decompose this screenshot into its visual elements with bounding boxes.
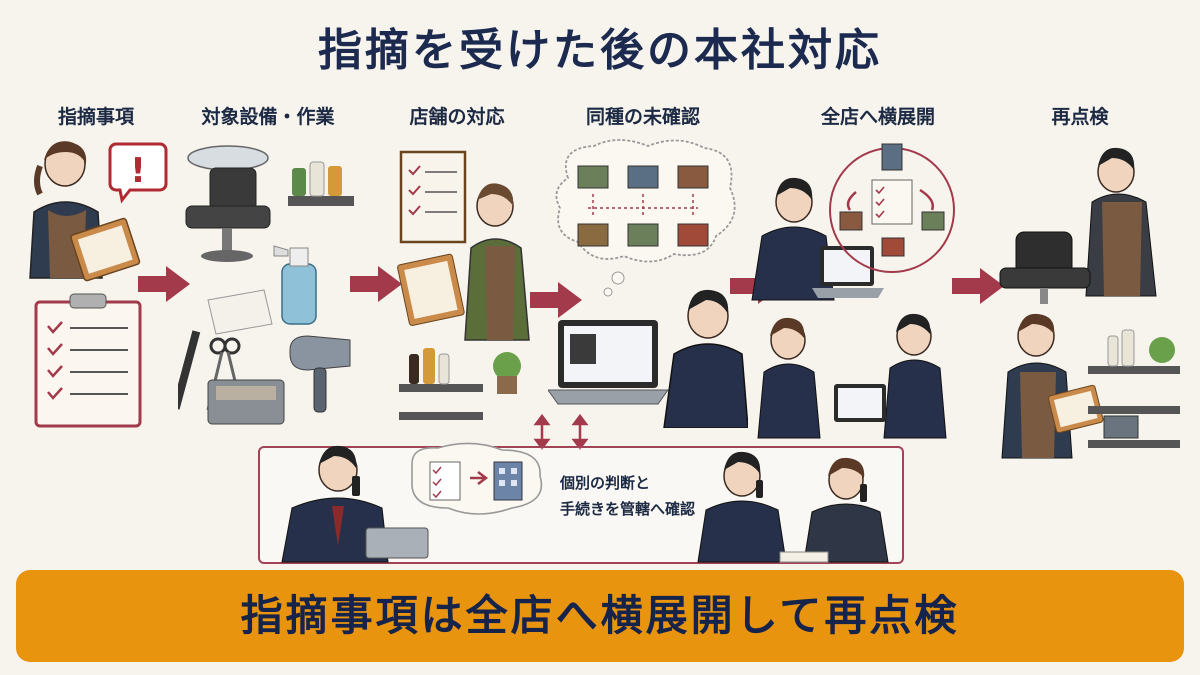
- wall-checklist-icon: [399, 150, 467, 244]
- step-label-store-response: 店舗の対応: [409, 106, 505, 128]
- equipment-scene: [178, 145, 354, 425]
- inspection-cart-icon: [1088, 329, 1180, 448]
- rollout-laptop-icon: [812, 246, 884, 298]
- regulator-woman-figure: [803, 457, 889, 563]
- unchecked-similar-scene: [548, 139, 748, 428]
- salon-chair-icon: [185, 145, 271, 262]
- process-thought-bubble-icon: [411, 442, 543, 515]
- inspected-chair-icon: [999, 231, 1091, 304]
- page-title: 指摘を受けた後の本社対応: [318, 25, 882, 76]
- thought-cloud-stores-icon: [555, 139, 736, 263]
- step-label-issue: 指摘事項: [57, 106, 134, 128]
- regulator-callers-scene: [697, 451, 889, 563]
- spray-bottle-icon: [273, 245, 317, 325]
- head-office-caller-scene: [281, 442, 543, 563]
- office-man-figure: [663, 289, 748, 428]
- flow-arrow-5: [952, 268, 1004, 304]
- product-bottles-icon: [288, 161, 354, 206]
- consultation-line-2: 手続きを管轄へ確認: [560, 500, 696, 518]
- rollout-staff-pair-figure: [757, 313, 947, 439]
- laptop-icon: [548, 320, 669, 405]
- cleaning-cloth-icon: [207, 289, 273, 335]
- head-office-consultation-text: 個別の判断と 手続きを管轄へ確認: [560, 470, 695, 522]
- issue-scene: !: [29, 141, 168, 428]
- two-way-arrows-icon: [533, 414, 589, 450]
- checklist-clipboard-icon: [34, 293, 142, 428]
- staff-clipboard-icon: [397, 253, 465, 326]
- summary-banner: [16, 570, 1184, 662]
- step-label-unchecked-similar: 同種の未確認: [585, 106, 700, 128]
- reinspection-scene: [999, 147, 1180, 459]
- notebook-icon: [779, 551, 829, 563]
- step-label-reinspection: 再点検: [1051, 106, 1109, 128]
- inspection-clipboard-icon: [1048, 384, 1104, 434]
- store-icons: [577, 165, 709, 247]
- inspector-man-figure: [1085, 147, 1157, 297]
- flow-arrow-3: [530, 282, 582, 318]
- rollout-man-figure: [751, 177, 835, 301]
- tool-tray-icon: [207, 379, 285, 425]
- clipboard-icon: [70, 217, 141, 282]
- regulator-man-figure: [697, 451, 787, 563]
- step-label-target-equipment: 対象設備・作業: [201, 106, 335, 128]
- flow-arrow-1: [138, 266, 190, 302]
- rollout-scene: [751, 143, 955, 439]
- hair-dryer-icon: [289, 335, 351, 413]
- step-label-rollout-all-stores: 全店へ横展開: [820, 106, 935, 128]
- head-office-laptop-icon: [365, 527, 429, 559]
- flow-arrow-2: [350, 266, 402, 302]
- consultation-line-1: 個別の判断と: [560, 474, 651, 492]
- inspector-woman-figure: [1001, 313, 1073, 459]
- store-response-scene: [397, 150, 530, 420]
- rollout-cycle-icon: [829, 143, 955, 273]
- alert-symbol: !: [130, 151, 146, 191]
- store-staff-figure: [464, 183, 530, 341]
- head-office-man-figure: [281, 445, 389, 563]
- alert-bubble-icon: !: [108, 142, 168, 204]
- product-trolley-icon: [399, 348, 521, 420]
- summary-banner-text: 指摘事項は全店へ横展開して再点検: [240, 591, 960, 640]
